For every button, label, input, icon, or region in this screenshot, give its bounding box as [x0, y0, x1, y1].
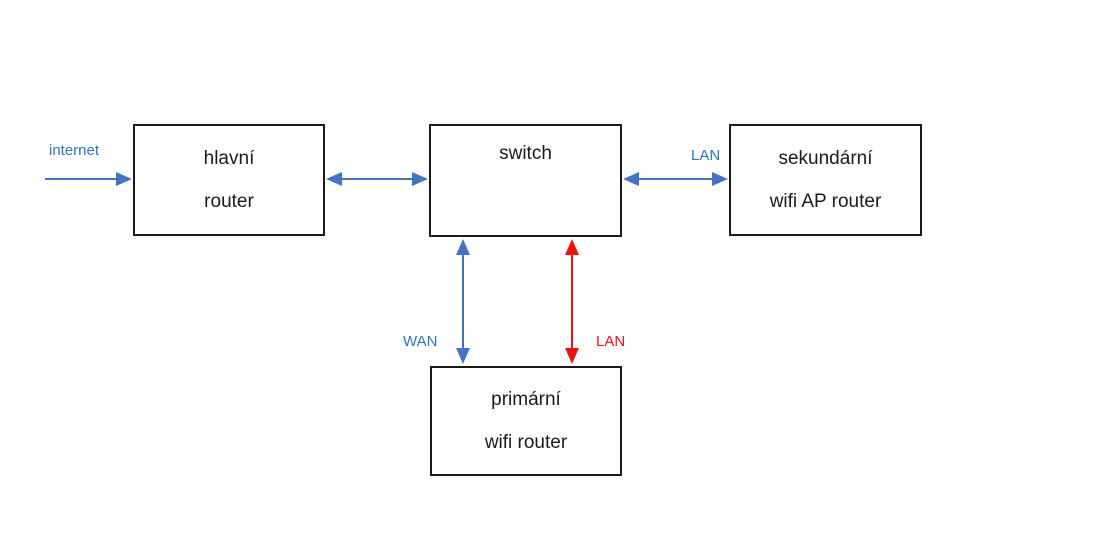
node-primary-line2: wifi router: [484, 432, 568, 453]
node-main-router-line2: router: [204, 191, 254, 213]
node-secondary-line2: wifi AP router: [769, 191, 882, 213]
label-wan: WAN: [403, 333, 438, 350]
arrow-internet-to-main-router: [45, 172, 132, 186]
label-lan-top: LAN: [691, 147, 721, 164]
node-secondary-wifi-ap-router: sekundární wifi AP router: [729, 124, 922, 236]
arrow-main-router-switch: [326, 172, 428, 186]
node-primary-line1: primární: [491, 389, 561, 410]
node-main-router-line1: hlavní: [203, 147, 255, 169]
node-secondary-line1: sekundární: [778, 147, 873, 169]
node-switch: switch: [429, 124, 622, 237]
label-internet: internet: [49, 142, 100, 159]
node-main-router: hlavní router: [133, 124, 325, 236]
node-switch-line1: switch: [499, 143, 552, 164]
arrow-switch-primary-lan: [565, 239, 579, 364]
arrow-switch-secondary-router: [623, 172, 728, 186]
arrow-switch-primary-wan: [456, 239, 470, 364]
node-primary-wifi-router: primární wifi router: [430, 366, 622, 476]
label-lan-bottom: LAN: [596, 333, 626, 350]
